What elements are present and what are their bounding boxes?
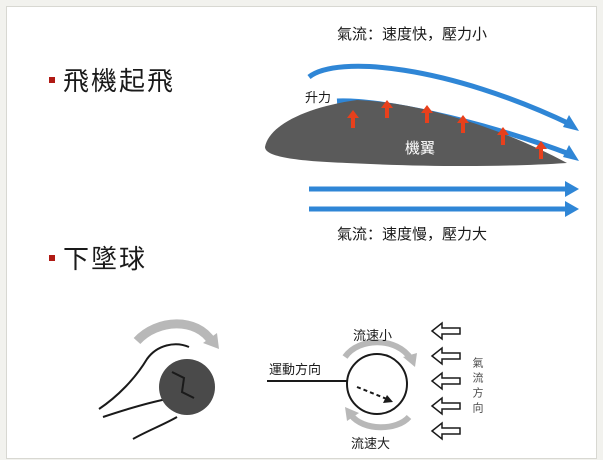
bullet-marker [49, 76, 55, 83]
airflow-arrow-head [563, 115, 579, 131]
ball-seam [171, 371, 195, 399]
bullet-sinker: 下墜球 [49, 239, 147, 276]
lift-arrow [457, 115, 469, 133]
spin-dashed-line [356, 386, 388, 400]
airflow-direction-label: 氣流方向 [471, 357, 484, 417]
top-airflow-label: 氣流：速度快，壓力小 [337, 25, 488, 43]
airflow-arrow-head [565, 201, 579, 217]
ball-circle [346, 353, 408, 415]
bottom-airflow-label: 氣流：速度慢，壓力大 [337, 225, 488, 243]
bottom-flow-label: 流速大 [351, 437, 391, 452]
hollow-arrow [430, 346, 461, 366]
airfoil-diagram [98, 63, 579, 441]
slide: 飛機起飛 下墜球 [6, 6, 597, 459]
hand-ball-sketch [98, 343, 190, 440]
circulation-arrow-head [403, 353, 417, 367]
lift-arrow [535, 141, 547, 159]
circulation-arrow-bottom [348, 412, 412, 431]
lift-arrow [381, 100, 393, 118]
lift-arrow [421, 105, 433, 123]
wing-label: 機翼 [405, 139, 436, 157]
hollow-arrow [430, 396, 461, 416]
hollow-arrow [430, 421, 461, 441]
lift-arrows [347, 100, 547, 159]
top-flow-label: 流速小 [353, 329, 393, 344]
hollow-arrow [430, 321, 461, 341]
bullet-takeoff-text: 飛機起飛 [63, 67, 176, 97]
airflow-arrow-head [565, 181, 579, 197]
bullet-sinker-text: 下墜球 [63, 245, 148, 275]
hollow-arrow [430, 371, 461, 391]
circulation-arrow-top [342, 339, 414, 361]
ball-in-hand [159, 359, 215, 415]
spin-dashed-head [383, 395, 393, 403]
bullet-takeoff: 飛機起飛 [49, 61, 175, 98]
motion-direction-label: 運動方向 [269, 363, 322, 378]
airflow-arrow-top-1 [307, 63, 574, 128]
airflow-arrow-head [563, 145, 579, 161]
circulation-arrow-head [345, 407, 359, 421]
hollow-airflow-arrows [430, 321, 461, 441]
rotation-arrow-head [203, 333, 219, 349]
rotation-arrow-hand [133, 319, 216, 345]
lift-label: 升力 [305, 91, 332, 106]
wing-shape [265, 100, 567, 166]
bullet-marker [49, 254, 55, 261]
lift-arrow [347, 110, 359, 128]
lift-arrow [497, 127, 509, 145]
